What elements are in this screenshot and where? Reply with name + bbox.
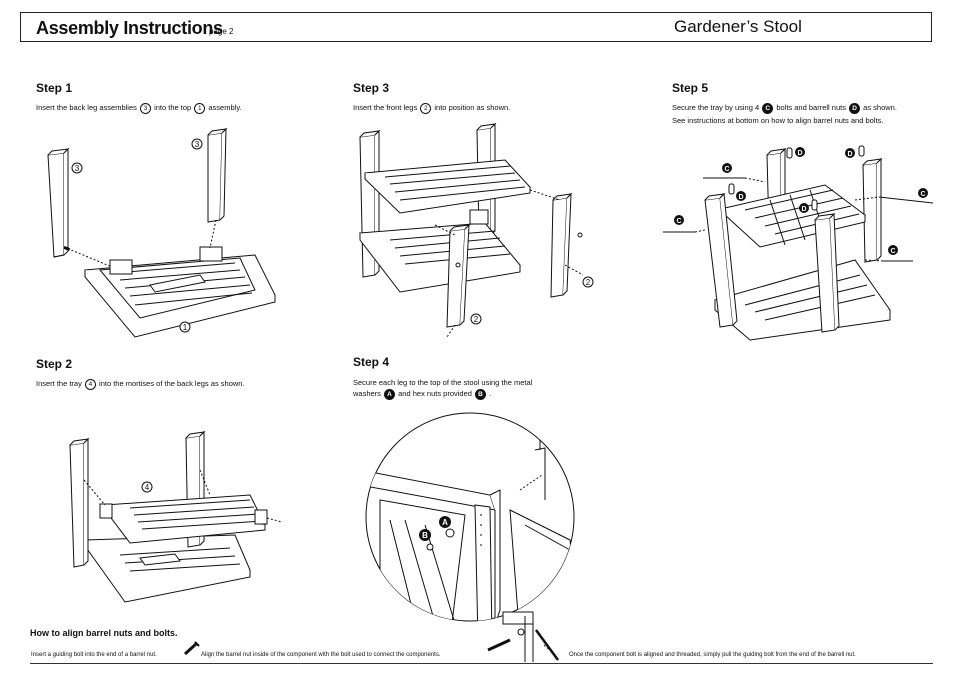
step-1-diagram: 3 3 1	[40, 125, 280, 345]
step-2-text-a: Insert the tray	[36, 379, 82, 388]
step-2-diagram: 4	[60, 430, 290, 605]
step-1-text-a: Insert the back leg assemblies	[36, 103, 137, 112]
part-callout: 3	[139, 102, 151, 114]
step-4-text-b: and hex nuts provided	[398, 389, 472, 398]
step-5-diagram: C D D C D C C D	[663, 140, 940, 345]
diagram-label: C	[920, 191, 925, 198]
diagram-label: A	[442, 518, 448, 527]
part-callout: 1	[194, 102, 206, 114]
page-title: Assembly Instructions	[36, 18, 223, 38]
step-4-line1: Secure each leg to the top of the stool …	[353, 378, 533, 387]
step-1-title: Step 1	[36, 81, 73, 95]
step-3-diagram: 2 2	[355, 125, 605, 350]
page-number: page 2	[209, 27, 234, 36]
step-3-text-a: Insert the front legs	[353, 103, 418, 112]
step-4-title: Step 4	[353, 355, 390, 369]
diagram-label: 2	[586, 278, 591, 287]
diagram-label: 4	[145, 483, 150, 492]
diagram-label: D	[738, 194, 743, 201]
step-5-title: Step 5	[672, 81, 709, 95]
barrel-nut-alignment-diagram	[480, 612, 570, 662]
part-callout: B	[475, 388, 487, 400]
step-4-text-c: .	[489, 389, 492, 398]
diagram-label: 3	[75, 164, 80, 173]
diagram-label: C	[676, 218, 681, 225]
step-3-title: Step 3	[353, 81, 390, 95]
step-5-line1: Secure the tray by using 4 C bolts and b…	[672, 102, 897, 114]
part-callout: 4	[84, 378, 96, 390]
diagram-label: C	[890, 248, 895, 255]
step-2-title: Step 2	[36, 357, 73, 371]
step-3-text: Insert the front legs 2 into position as…	[353, 102, 510, 114]
step-1-text: Insert the back leg assemblies 3 into th…	[36, 102, 242, 114]
diagram-label: 3	[195, 140, 200, 149]
step-1-text-c: assembly.	[208, 103, 242, 112]
part-callout: A	[384, 388, 396, 400]
diagram-label: D	[801, 206, 806, 213]
step-2-text: Insert the tray 4 into the mortises of t…	[36, 378, 245, 390]
step-5-text-b: bolts and barrell nuts	[776, 103, 846, 112]
diagram-label: D	[797, 150, 802, 157]
part-callout: 2	[420, 102, 432, 114]
footer-rule	[30, 663, 933, 664]
part-callout: C	[762, 102, 774, 114]
diagram-label: 1	[183, 323, 188, 332]
part-callout: D	[849, 102, 861, 114]
how-to-step-1: Insert a guiding bolt into the end of a …	[31, 652, 157, 658]
diagram-label: 2	[474, 315, 479, 324]
step-5-text-a: Secure the tray by using 4	[672, 103, 760, 112]
how-to-step-2: Align the barrel nut inside of the compo…	[201, 652, 441, 658]
diagram-label: D	[847, 151, 852, 158]
guiding-bolt-icon	[184, 640, 200, 656]
step-4-text-a: washers	[353, 389, 381, 398]
how-to-step-3: Once the component bolt is aligned and t…	[569, 652, 856, 658]
diagram-label: C	[724, 166, 729, 173]
header-bar: Assembly Instructions page 2 Gardener’s …	[20, 12, 932, 42]
step-3-text-b: into position as shown.	[434, 103, 511, 112]
step-1-text-b: into the top	[154, 103, 192, 112]
step-5-line2: See instructions at bottom on how to ali…	[672, 116, 884, 125]
step-5-text-c: as shown.	[863, 103, 897, 112]
diagram-label: B	[422, 531, 428, 540]
step-4-line2: washers A and hex nuts provided B .	[353, 388, 491, 400]
how-to-title: How to align barrel nuts and bolts.	[30, 628, 178, 638]
step-4-detail-diagram: A B	[370, 410, 570, 625]
product-name: Gardener’s Stool	[674, 17, 802, 36]
step-2-text-b: into the mortises of the back legs as sh…	[99, 379, 245, 388]
